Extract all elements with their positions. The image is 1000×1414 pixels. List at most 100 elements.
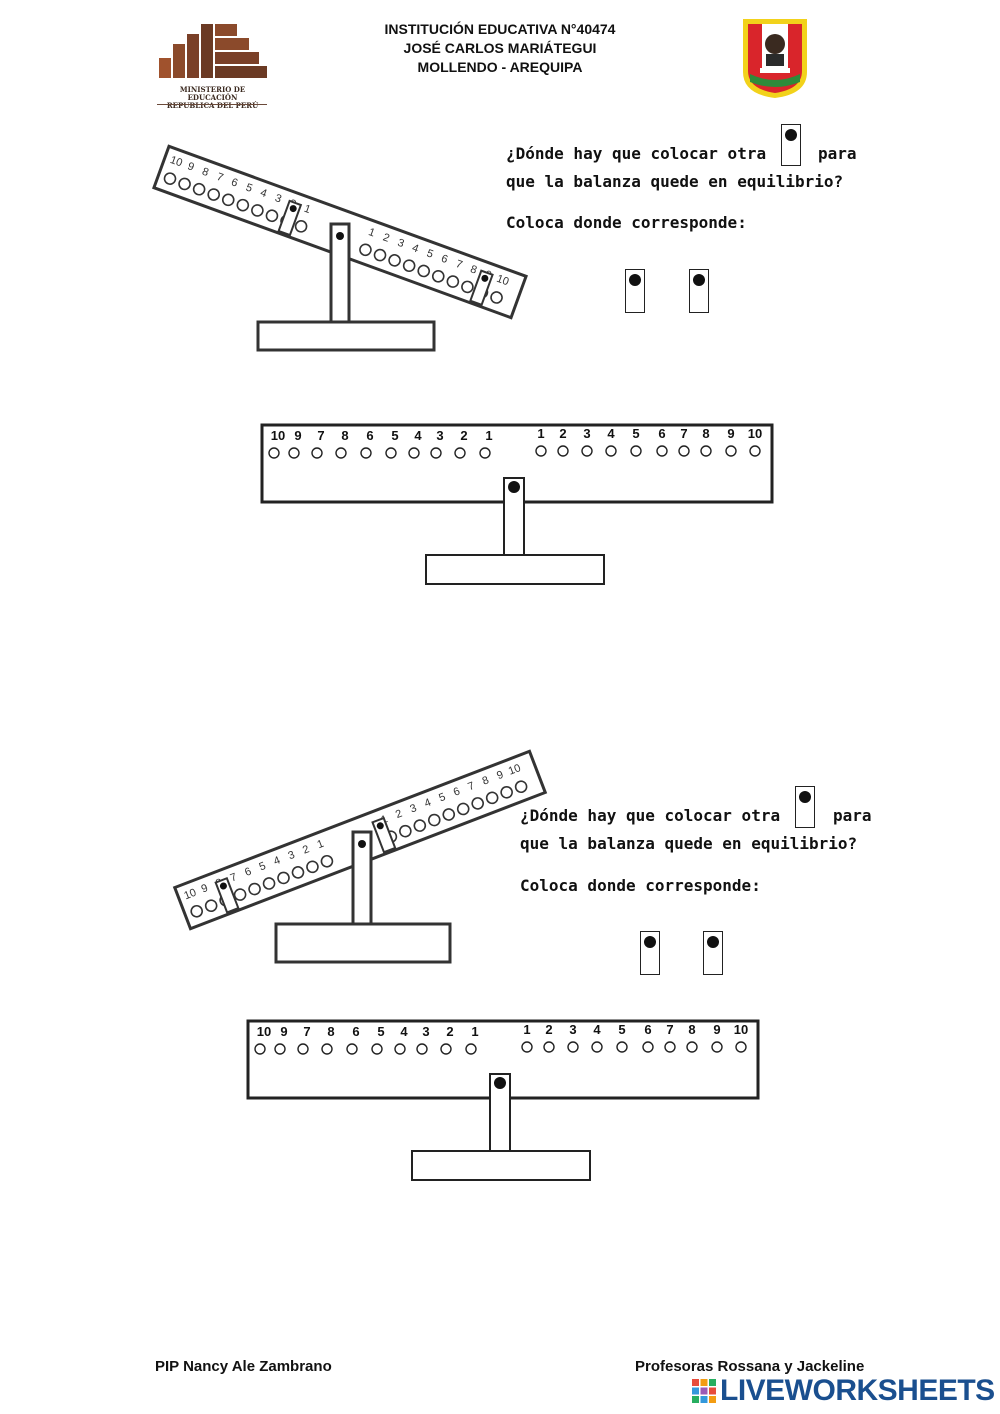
tilt-left-hole-10 [190,904,203,918]
right-label-9: 9 [713,1022,720,1037]
tilt-right-hole-8 [485,791,499,805]
tilt-right-hole-10 [490,291,503,304]
right-hole-10[interactable] [735,1041,747,1053]
tilt-left-label-5: 5 [258,860,268,873]
question-1-line-2: que la balanza quede en equilibrio? [506,172,844,191]
right-hole-4[interactable] [591,1041,603,1053]
school-subname: JOSÉ CARLOS MARIÁTEGUI [403,40,597,56]
tilt-right-label-6: 6 [452,785,462,798]
left-hole-9[interactable] [454,447,466,459]
left-label-8: 8 [327,1024,334,1039]
question-2-line-2: que la balanza quede en equilibrio? [520,834,858,853]
left-hole-8[interactable] [416,1043,428,1055]
tilt-left-label-3: 3 [273,192,283,205]
right-label-7: 7 [666,1022,673,1037]
school-emblem [740,16,810,100]
left-hole-4[interactable] [335,447,347,459]
left-label-9: 9 [294,428,301,443]
school-header: INSTITUCIÓN EDUCATIVA N°40474 JOSÉ CARLO… [330,20,670,77]
right-hole-3[interactable] [581,445,593,457]
tilt-left-hole-7 [207,188,220,201]
left-label-9: 9 [280,1024,287,1039]
ministry-line-1: MINISTERIO DE EDUCACIÓN [179,85,246,102]
tilt-left-label-8: 8 [200,166,210,179]
right-hole-10[interactable] [749,445,761,457]
right-hole-2[interactable] [543,1041,555,1053]
draggable-weight-1b[interactable] [689,269,709,313]
left-hole-9[interactable] [440,1043,452,1055]
tilt-left-hole-10 [163,172,177,185]
left-hole-8[interactable] [430,447,442,459]
right-hole-6[interactable] [656,445,668,457]
right-hole-9[interactable] [725,445,737,457]
tilt-left-hole-3 [291,866,305,879]
right-hole-6[interactable] [642,1041,654,1053]
liveworksheets-logo[interactable]: LIVEWORKSHEETS [692,1374,995,1408]
draggable-weight-2b[interactable] [703,931,723,975]
left-hole-2[interactable] [288,447,300,459]
left-hole-3[interactable] [297,1043,309,1055]
tilt-left-label-7: 7 [229,871,239,884]
right-label-9: 9 [727,426,734,441]
right-hole-1[interactable] [535,445,547,457]
left-label-10: 10 [271,428,285,443]
tilt-left-label-4: 4 [259,187,269,200]
tilt-right-hole-7 [446,275,460,288]
left-hole-10[interactable] [479,447,491,459]
right-hole-5[interactable] [630,445,642,457]
left-hole-2[interactable] [274,1043,286,1055]
reference-weight-2 [795,786,815,828]
draggable-weight-1a[interactable] [625,269,645,313]
right-hole-1[interactable] [521,1041,533,1053]
right-label-5: 5 [632,426,639,441]
left-label-10: 10 [257,1024,271,1039]
right-hole-5[interactable] [616,1041,628,1053]
tilt-right-hole-3 [388,254,401,267]
tilt-right-hole-2 [373,248,387,262]
ministry-bars-icon [159,24,267,78]
tilt-right-label-4: 4 [410,242,420,255]
right-hole-8[interactable] [700,445,712,457]
left-hole-7[interactable] [394,1043,406,1055]
left-label-1: 1 [471,1024,478,1039]
left-hole-1[interactable] [268,447,280,459]
draggable-weight-2a[interactable] [640,931,660,975]
tilt-right-label-3: 3 [396,237,406,250]
tilt-left-label-10: 10 [182,887,198,903]
left-hole-7[interactable] [408,447,420,459]
right-label-7: 7 [680,426,687,441]
right-label-6: 6 [644,1022,651,1037]
left-hole-4[interactable] [321,1043,333,1055]
tilt-right-label-7: 7 [454,258,464,271]
tilt-left-hole-6 [221,193,235,207]
right-hole-8[interactable] [686,1041,698,1053]
right-label-2: 2 [545,1022,552,1037]
right-hole-2[interactable] [557,445,569,457]
tilt-left-hole-2 [306,860,319,874]
tilt-left-label-1: 1 [315,838,325,851]
left-hole-5[interactable] [346,1043,358,1055]
left-hole-6[interactable] [371,1043,383,1055]
left-hole-6[interactable] [385,447,397,459]
tilt-left-label-1: 1 [302,203,312,216]
footer-left: PIP Nancy Ale Zambrano [155,1358,332,1375]
tilt-left-label-7: 7 [215,171,225,184]
ministry-logo: MINISTERIO DE EDUCACIÓN REPUBLICA DEL PE… [155,22,270,112]
right-hole-4[interactable] [605,445,617,457]
tilt-left-hole-9 [204,899,218,913]
left-hole-1[interactable] [254,1043,266,1055]
right-label-4: 4 [607,426,615,441]
tilt-right-label-8: 8 [481,774,491,787]
right-hole-7[interactable] [678,445,690,457]
left-hole-10[interactable] [465,1043,477,1055]
right-label-6: 6 [658,426,665,441]
tilt-right-label-8: 8 [469,263,479,276]
right-hole-3[interactable] [567,1041,579,1053]
left-hole-3[interactable] [311,447,323,459]
left-hole-5[interactable] [360,447,372,459]
right-hole-9[interactable] [711,1041,723,1053]
right-hole-7[interactable] [664,1041,676,1053]
